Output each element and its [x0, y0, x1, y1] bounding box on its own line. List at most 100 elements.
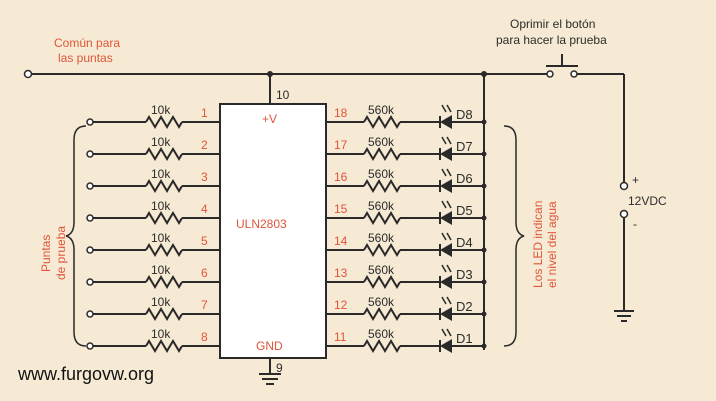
junction-dot [481, 343, 487, 349]
input-resistor-label: 10k [151, 327, 171, 341]
probes-brace [65, 125, 87, 347]
output-resistor-label: 560k [368, 199, 395, 213]
press-label-line2: para hacer la prueba [496, 33, 607, 47]
chip-name: ULN2803 [236, 217, 287, 231]
led-triangle [440, 147, 452, 161]
resistor-560k [363, 243, 401, 257]
light-ray [446, 104, 452, 113]
junction-dot [481, 215, 487, 221]
led-label: D5 [456, 203, 473, 218]
probe-terminal [86, 150, 94, 158]
uln2803-chip [219, 103, 327, 359]
resistor-560k [363, 179, 401, 193]
output-resistor-label: 560k [368, 167, 395, 181]
led-triangle [440, 211, 452, 225]
pin-vplus: 10 [276, 88, 290, 102]
junction-dot [481, 151, 487, 157]
led-triangle [440, 179, 452, 193]
output-resistor-label: 560k [368, 327, 395, 341]
supply-minus-terminal [619, 209, 629, 219]
led-label: D8 [456, 107, 473, 122]
light-ray [441, 200, 447, 209]
light-ray [446, 328, 452, 337]
push-button [546, 54, 578, 78]
junction-dot [481, 311, 487, 317]
light-ray [441, 296, 447, 305]
output-pin-number: 17 [334, 138, 348, 152]
resistor-560k [363, 339, 401, 353]
resistor-10k [145, 339, 183, 353]
light-ray [441, 328, 447, 337]
light-ray [446, 168, 452, 177]
supply-plus-terminal [619, 181, 629, 191]
led-label: D7 [456, 139, 473, 154]
led-triangle [440, 275, 452, 289]
output-pin-number: 11 [334, 330, 347, 344]
resistor-10k [145, 115, 183, 129]
leds-label-line2: el nivel del agua [545, 201, 559, 288]
probes-label-line2: de prueba [54, 226, 68, 280]
pin-gnd: 9 [276, 361, 283, 375]
light-ray [441, 136, 447, 145]
led-triangle [440, 243, 452, 257]
resistor-560k [363, 307, 401, 321]
junction-dot [481, 183, 487, 189]
leds-brace [503, 125, 525, 347]
output-pin-number: 13 [334, 266, 348, 280]
resistor-10k [145, 275, 183, 289]
resistor-560k [363, 115, 401, 129]
led-label: D1 [456, 331, 473, 346]
input-resistor-label: 10k [151, 231, 171, 245]
light-ray [446, 296, 452, 305]
input-pin-number: 2 [201, 138, 208, 152]
input-resistor-label: 10k [151, 167, 171, 181]
input-pin-number: 6 [201, 266, 208, 280]
input-pin-number: 3 [201, 170, 208, 184]
light-ray [441, 104, 447, 113]
output-pin-number: 12 [334, 298, 348, 312]
ground-symbol-chip [259, 373, 281, 385]
light-ray [446, 232, 452, 241]
resistor-10k [145, 179, 183, 193]
chip-vplus-label: +V [262, 112, 277, 126]
output-resistor-label: 560k [368, 135, 395, 149]
light-ray [446, 136, 452, 145]
resistor-10k [145, 147, 183, 161]
junction-dot [481, 119, 487, 125]
supply-label: 12VDC [628, 194, 667, 208]
probe-terminal [86, 118, 94, 126]
output-pin-number: 16 [334, 170, 348, 184]
probe-terminal [86, 310, 94, 318]
output-resistor-label: 560k [368, 295, 395, 309]
probe-terminal [86, 278, 94, 286]
output-resistor-label: 560k [368, 103, 395, 117]
ground-symbol-supply [614, 310, 634, 322]
resistor-10k [145, 243, 183, 257]
light-ray [441, 168, 447, 177]
resistor-560k [363, 275, 401, 289]
probe-terminal [86, 246, 94, 254]
junction-dot [481, 247, 487, 253]
input-resistor-label: 10k [151, 199, 171, 213]
press-label-line1: Oprimir el botón [510, 17, 595, 31]
led-label: D3 [456, 267, 473, 282]
resistor-10k [145, 307, 183, 321]
led-triangle [440, 339, 452, 353]
output-resistor-label: 560k [368, 263, 395, 277]
output-pin-number: 18 [334, 106, 348, 120]
probe-terminal [86, 182, 94, 190]
supply-plus-label: + [632, 173, 639, 187]
probe-terminal [86, 214, 94, 222]
common-label-line1: Común para [54, 36, 120, 50]
input-pin-number: 4 [201, 202, 208, 216]
leds-label-line1: Los LED indican [531, 201, 545, 288]
input-resistor-label: 10k [151, 103, 171, 117]
input-pin-number: 8 [201, 330, 208, 344]
led-triangle [440, 307, 452, 321]
resistor-560k [363, 147, 401, 161]
light-ray [446, 200, 452, 209]
led-triangle [440, 115, 452, 129]
